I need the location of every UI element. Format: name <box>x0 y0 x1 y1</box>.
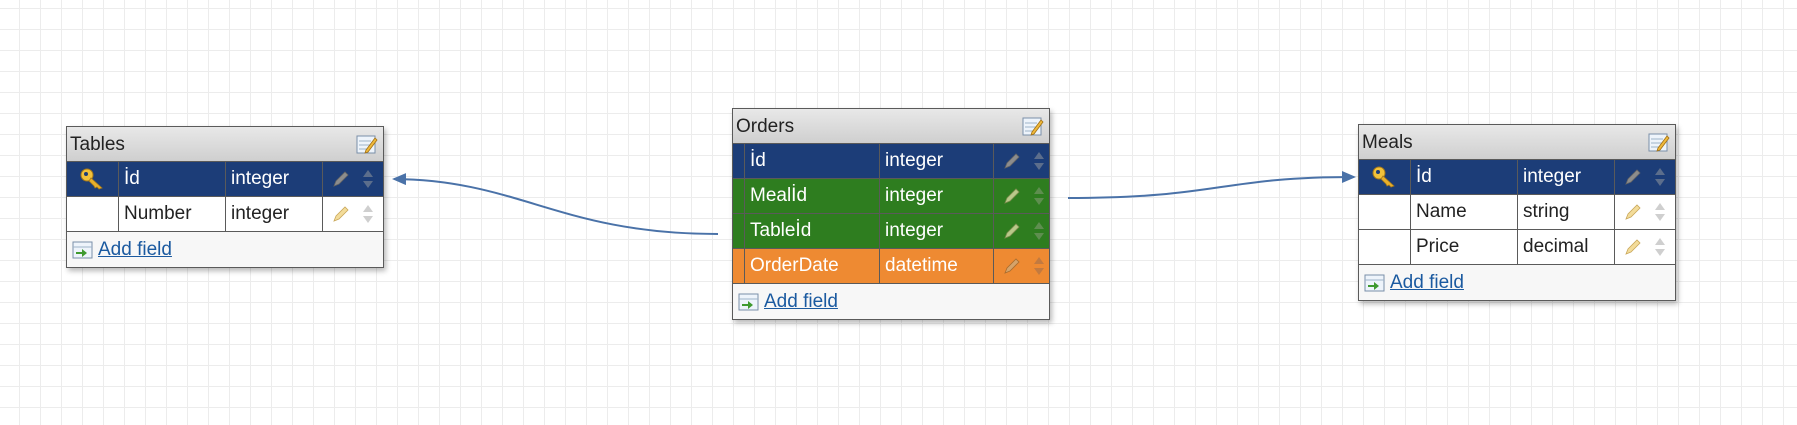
field-name[interactable]: Number <box>119 197 226 231</box>
move-up-down-icon[interactable] <box>1032 220 1046 242</box>
key-cell <box>733 179 745 213</box>
move-up-down-icon[interactable] <box>1653 201 1667 223</box>
move-up-down-icon[interactable] <box>1032 255 1046 277</box>
key-cell <box>67 162 119 196</box>
key-cell <box>733 249 745 283</box>
pencil-icon[interactable] <box>1623 237 1643 257</box>
entity-header[interactable]: Meals <box>1359 125 1675 160</box>
field-row[interactable]: Price decimal <box>1359 230 1675 265</box>
field-name[interactable]: İd <box>745 144 880 178</box>
field-name[interactable]: İd <box>119 162 226 196</box>
key-cell <box>1359 230 1411 264</box>
entity-header[interactable]: Orders <box>733 109 1049 144</box>
move-up-down-icon[interactable] <box>1653 166 1667 188</box>
entity-title: Meals <box>1362 132 1413 153</box>
field-actions <box>323 162 383 196</box>
key-cell <box>67 197 119 231</box>
relation-orders-tables[interactable] <box>392 173 719 235</box>
edit-table-icon[interactable] <box>356 133 378 155</box>
field-type[interactable]: integer <box>880 179 994 213</box>
entity-tables[interactable]: Tables İd integer <box>66 126 384 268</box>
field-actions <box>1615 230 1675 264</box>
add-field-row[interactable]: Add field <box>733 284 1049 319</box>
add-field-link[interactable]: Add field <box>1390 271 1464 293</box>
move-up-down-icon[interactable] <box>361 203 375 225</box>
move-up-down-icon[interactable] <box>1653 236 1667 258</box>
field-name[interactable]: Mealİd <box>745 179 880 213</box>
field-row[interactable]: Name string <box>1359 195 1675 230</box>
add-field-row[interactable]: Add field <box>1359 265 1675 300</box>
field-actions <box>994 214 1049 248</box>
field-actions <box>994 144 1049 178</box>
pencil-icon[interactable] <box>331 169 351 189</box>
pencil-icon[interactable] <box>331 204 351 224</box>
add-field-icon[interactable] <box>738 292 760 312</box>
key-cell <box>1359 160 1411 194</box>
add-field-row[interactable]: Add field <box>67 232 383 267</box>
field-name[interactable]: Name <box>1411 195 1518 229</box>
add-field-link[interactable]: Add field <box>764 290 838 312</box>
field-actions <box>323 197 383 231</box>
pencil-icon[interactable] <box>1002 186 1022 206</box>
field-row[interactable]: İd integer <box>733 144 1049 179</box>
field-type[interactable]: string <box>1518 195 1615 229</box>
entity-title: Orders <box>736 116 795 137</box>
relation-orders-meals[interactable] <box>1067 171 1356 199</box>
field-actions <box>1615 195 1675 229</box>
field-type[interactable]: integer <box>880 214 994 248</box>
pencil-icon[interactable] <box>1623 167 1643 187</box>
key-icon <box>1372 166 1395 188</box>
field-row[interactable]: OrderDate datetime <box>733 249 1049 284</box>
field-type[interactable]: decimal <box>1518 230 1615 264</box>
field-type[interactable]: integer <box>1518 160 1615 194</box>
add-field-icon[interactable] <box>72 240 94 260</box>
move-up-down-icon[interactable] <box>1032 150 1046 172</box>
field-actions <box>994 249 1049 283</box>
field-type[interactable]: integer <box>226 162 323 196</box>
key-cell <box>733 144 745 178</box>
key-cell <box>733 214 745 248</box>
field-name[interactable]: Tableİd <box>745 214 880 248</box>
field-name[interactable]: İd <box>1411 160 1518 194</box>
pencil-icon[interactable] <box>1002 256 1022 276</box>
entity-header[interactable]: Tables <box>67 127 383 162</box>
field-row[interactable]: İd integer <box>1359 160 1675 195</box>
edit-table-icon[interactable] <box>1022 115 1044 137</box>
pencil-icon[interactable] <box>1002 151 1022 171</box>
pencil-icon[interactable] <box>1002 221 1022 241</box>
field-row[interactable]: Mealİd integer <box>733 179 1049 214</box>
field-name[interactable]: OrderDate <box>745 249 880 283</box>
key-cell <box>1359 195 1411 229</box>
field-actions <box>994 179 1049 213</box>
field-type[interactable]: integer <box>880 144 994 178</box>
edit-table-icon[interactable] <box>1648 131 1670 153</box>
field-name[interactable]: Price <box>1411 230 1518 264</box>
field-type[interactable]: datetime <box>880 249 994 283</box>
entity-orders[interactable]: Orders İd integer <box>732 108 1050 320</box>
add-field-link[interactable]: Add field <box>98 238 172 260</box>
field-row[interactable]: Tableİd integer <box>733 214 1049 249</box>
field-row[interactable]: Number integer <box>67 197 383 232</box>
entity-title: Tables <box>70 134 125 155</box>
field-type[interactable]: integer <box>226 197 323 231</box>
field-actions <box>1615 160 1675 194</box>
field-row[interactable]: İd integer <box>67 162 383 197</box>
move-up-down-icon[interactable] <box>361 168 375 190</box>
add-field-icon[interactable] <box>1364 273 1386 293</box>
pencil-icon[interactable] <box>1623 202 1643 222</box>
entity-meals[interactable]: Meals İd integer <box>1358 124 1676 301</box>
key-icon <box>80 168 103 190</box>
move-up-down-icon[interactable] <box>1032 185 1046 207</box>
